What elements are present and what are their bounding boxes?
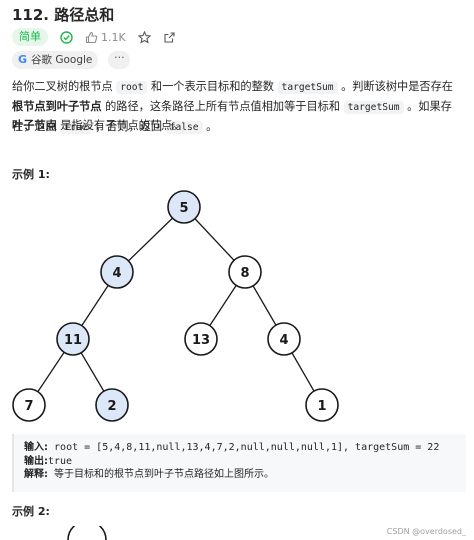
more-tags-button[interactable]: ···: [108, 51, 131, 69]
example-1-label: 示例 1:: [12, 168, 50, 181]
example-output-line: 输出:true: [24, 455, 456, 469]
desc-text: 给你二叉树的根节点: [12, 80, 117, 93]
tree-node-label: 5: [179, 201, 188, 216]
share-button[interactable]: [163, 31, 176, 44]
like-button[interactable]: 1.1K: [85, 31, 126, 44]
solved-check-icon: [60, 30, 73, 44]
desc-bold: 叶子节点: [12, 119, 57, 132]
example-2-label: 示例 2:: [12, 505, 50, 518]
explain-label: 解释:: [24, 469, 48, 480]
output-label: 输出:: [24, 455, 48, 467]
output-value: true: [48, 455, 73, 467]
star-icon: [137, 30, 151, 44]
desc-bold: 根节点到叶子节点: [12, 100, 102, 113]
example-input-line: 输入: root = [5,4,8,11,null,13,4,7,2,null,…: [24, 441, 456, 455]
tree-node-label: 2: [107, 399, 116, 414]
difficulty-badge[interactable]: 简单: [12, 28, 48, 46]
tree-node: 5: [167, 190, 201, 224]
desc-text: 。如果存在，返回: [12, 100, 452, 133]
desc-text: ；否则，返回: [91, 120, 166, 133]
tree-node-label: 4: [279, 333, 288, 348]
favorite-button[interactable]: [137, 30, 151, 44]
tree-node: 11: [56, 322, 90, 356]
tree-edges: [28, 206, 323, 406]
desc-text: 是指没有子节点的节点。: [56, 119, 184, 132]
leaf-definition: 叶子节点 是指没有子节点的节点。: [12, 116, 466, 135]
share-icon: [164, 31, 175, 43]
problem-meta-row: 简单 1.1K: [12, 27, 176, 47]
example-explain-line: 解释: 等于目标和的根节点到叶子节点路径如上图所示。: [24, 468, 456, 482]
code-false: false: [165, 121, 203, 134]
desc-text: 。判断该树中是否存在: [337, 80, 453, 93]
tree-node-label: 11: [64, 333, 82, 348]
explain-value: 等于目标和的根节点到叶子节点路径如上图所示。: [54, 469, 275, 480]
input-label: 输入:: [24, 442, 48, 453]
like-count: 1.1K: [101, 30, 126, 44]
desc-text: 和一个表示目标和的整数: [147, 80, 278, 93]
tree-node-label: 4: [112, 266, 121, 281]
tree-node: 7: [12, 388, 46, 422]
google-icon: G: [18, 53, 28, 66]
tree-node-label: 13: [192, 333, 210, 348]
tree-node: 4: [100, 255, 134, 289]
binary-tree-diagram: 5 4 8 11 13 4 7 2 1: [12, 190, 339, 422]
tree-node: 2: [95, 388, 129, 422]
tree-node-label: 7: [24, 399, 33, 414]
input-value: root = [5,4,8,11,null,13,4,7,2,null,null…: [54, 442, 440, 453]
tag-row: G 谷歌 Google ···: [12, 51, 131, 69]
code-targetsum: targetSum: [277, 81, 338, 94]
company-tag-label: 谷歌 Google: [31, 54, 93, 66]
code-true: true: [60, 121, 92, 134]
example-1-box: 输入: root = [5,4,8,11,null,13,4,7,2,null,…: [12, 434, 466, 492]
tree-node-label: 8: [240, 266, 249, 281]
desc-text: 的路径，这条路径上所有节点值相加等于目标和: [101, 100, 344, 113]
tree-node-label: 1: [317, 399, 326, 414]
thumbs-up-icon: [85, 31, 98, 43]
watermark: CSDN @overdosed_: [386, 527, 466, 536]
problem-description: 给你二叉树的根节点 root 和一个表示目标和的整数 targetSum 。判断…: [12, 77, 466, 137]
tree-node: 1: [305, 388, 339, 422]
company-tag-google[interactable]: G 谷歌 Google: [12, 51, 99, 69]
problem-title: 112. 路径总和: [12, 6, 115, 24]
tree-node: 4: [267, 322, 301, 356]
code-root: root: [116, 81, 148, 94]
example-2-tree-partial: [67, 526, 107, 540]
desc-text: 。: [202, 120, 218, 133]
code-targetsum: targetSum: [343, 101, 404, 114]
tree-node: 13: [184, 322, 218, 356]
tree-node: 8: [228, 255, 262, 289]
